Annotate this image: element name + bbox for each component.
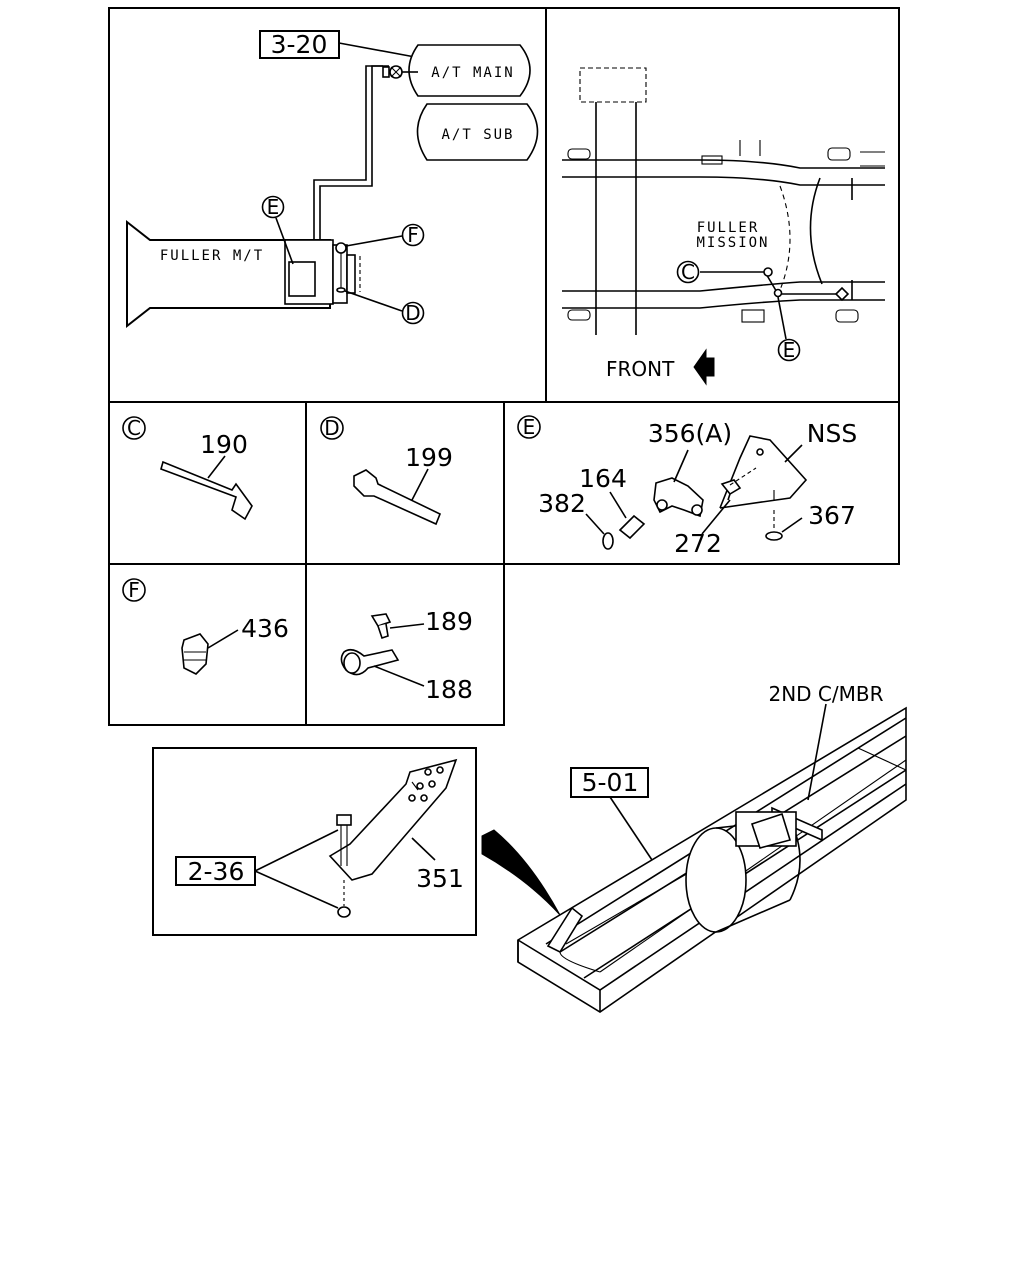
callout-e-top: E xyxy=(267,195,280,219)
at-sub-tank xyxy=(416,103,539,161)
part-190: 190 xyxy=(200,430,248,459)
detail-d: D 199 xyxy=(320,416,453,526)
cable-tie-199 xyxy=(353,469,442,526)
at-sub-label: A/T SUB xyxy=(441,127,514,143)
detail-c: C 190 xyxy=(122,416,253,521)
bracket-nss xyxy=(719,435,808,509)
ref-box-3-20[interactable] xyxy=(259,30,340,59)
callout-c-detail: C xyxy=(127,416,141,440)
ref-box-5-01[interactable] xyxy=(570,767,649,798)
washer-382 xyxy=(602,532,614,550)
detail-clip: 189 188 xyxy=(340,607,473,704)
detail-e: E NSS 356(A) 164 382 272 367 xyxy=(517,415,857,558)
panel-frames xyxy=(108,7,900,936)
front-label: FRONT xyxy=(606,357,675,381)
ref-5-01[interactable]: 5-01 xyxy=(582,768,639,797)
fitting-436 xyxy=(181,633,209,675)
label-nss: NSS xyxy=(807,419,857,448)
reference-arrow-icon xyxy=(481,829,561,916)
part-356a: 356(A) xyxy=(648,419,732,448)
fuller-label: FULLER xyxy=(697,220,760,236)
callout-e-frame: E xyxy=(783,338,796,362)
label-2nd-cmbr: 2ND C/MBR xyxy=(768,682,883,706)
callout-f-detail: F xyxy=(128,578,140,602)
ref-2-36[interactable]: 2-36 xyxy=(188,857,245,886)
bolt-189 xyxy=(370,613,392,627)
washer-367 xyxy=(765,531,783,541)
inset-bracket: 2-36 351 xyxy=(175,758,464,918)
chassis-frame-view: 5-01 2ND C/MBR xyxy=(517,682,907,1013)
at-main-tank xyxy=(408,44,531,97)
part-382: 382 xyxy=(538,489,586,518)
part-199: 199 xyxy=(405,443,453,472)
connector-164 xyxy=(618,514,646,540)
bracket-351 xyxy=(328,758,458,881)
fuller-mt-housing xyxy=(126,219,331,329)
fuller-mt-label: FULLER M/T xyxy=(160,248,264,264)
ref-3-20[interactable]: 3-20 xyxy=(271,30,328,59)
part-272: 272 xyxy=(674,529,722,558)
callout-e-detail: E xyxy=(523,415,536,439)
cable-tie-190 xyxy=(160,460,253,521)
callout-f-top: F xyxy=(407,223,419,247)
mission-label: MISSION xyxy=(696,235,769,251)
part-351: 351 xyxy=(416,864,464,893)
part-367: 367 xyxy=(808,501,856,530)
callout-d-top: D xyxy=(405,301,420,325)
callout-c-frame: C xyxy=(681,260,695,284)
panel-air-tank-layout: 3-20 A/T MAIN A/T SUB FULLER M/T E xyxy=(126,30,539,329)
detail-f: F 436 xyxy=(122,578,289,675)
part-188: 188 xyxy=(425,675,473,704)
bolt-272 xyxy=(720,479,742,496)
callout-d-detail: D xyxy=(324,416,339,440)
part-436: 436 xyxy=(241,614,289,643)
front-arrow-icon xyxy=(693,348,715,386)
part-164: 164 xyxy=(579,464,627,493)
part-189: 189 xyxy=(425,607,473,636)
panel-frame-layout: FULLER MISSION C E FRONT xyxy=(562,67,885,386)
at-main-label: A/T MAIN xyxy=(431,65,514,81)
